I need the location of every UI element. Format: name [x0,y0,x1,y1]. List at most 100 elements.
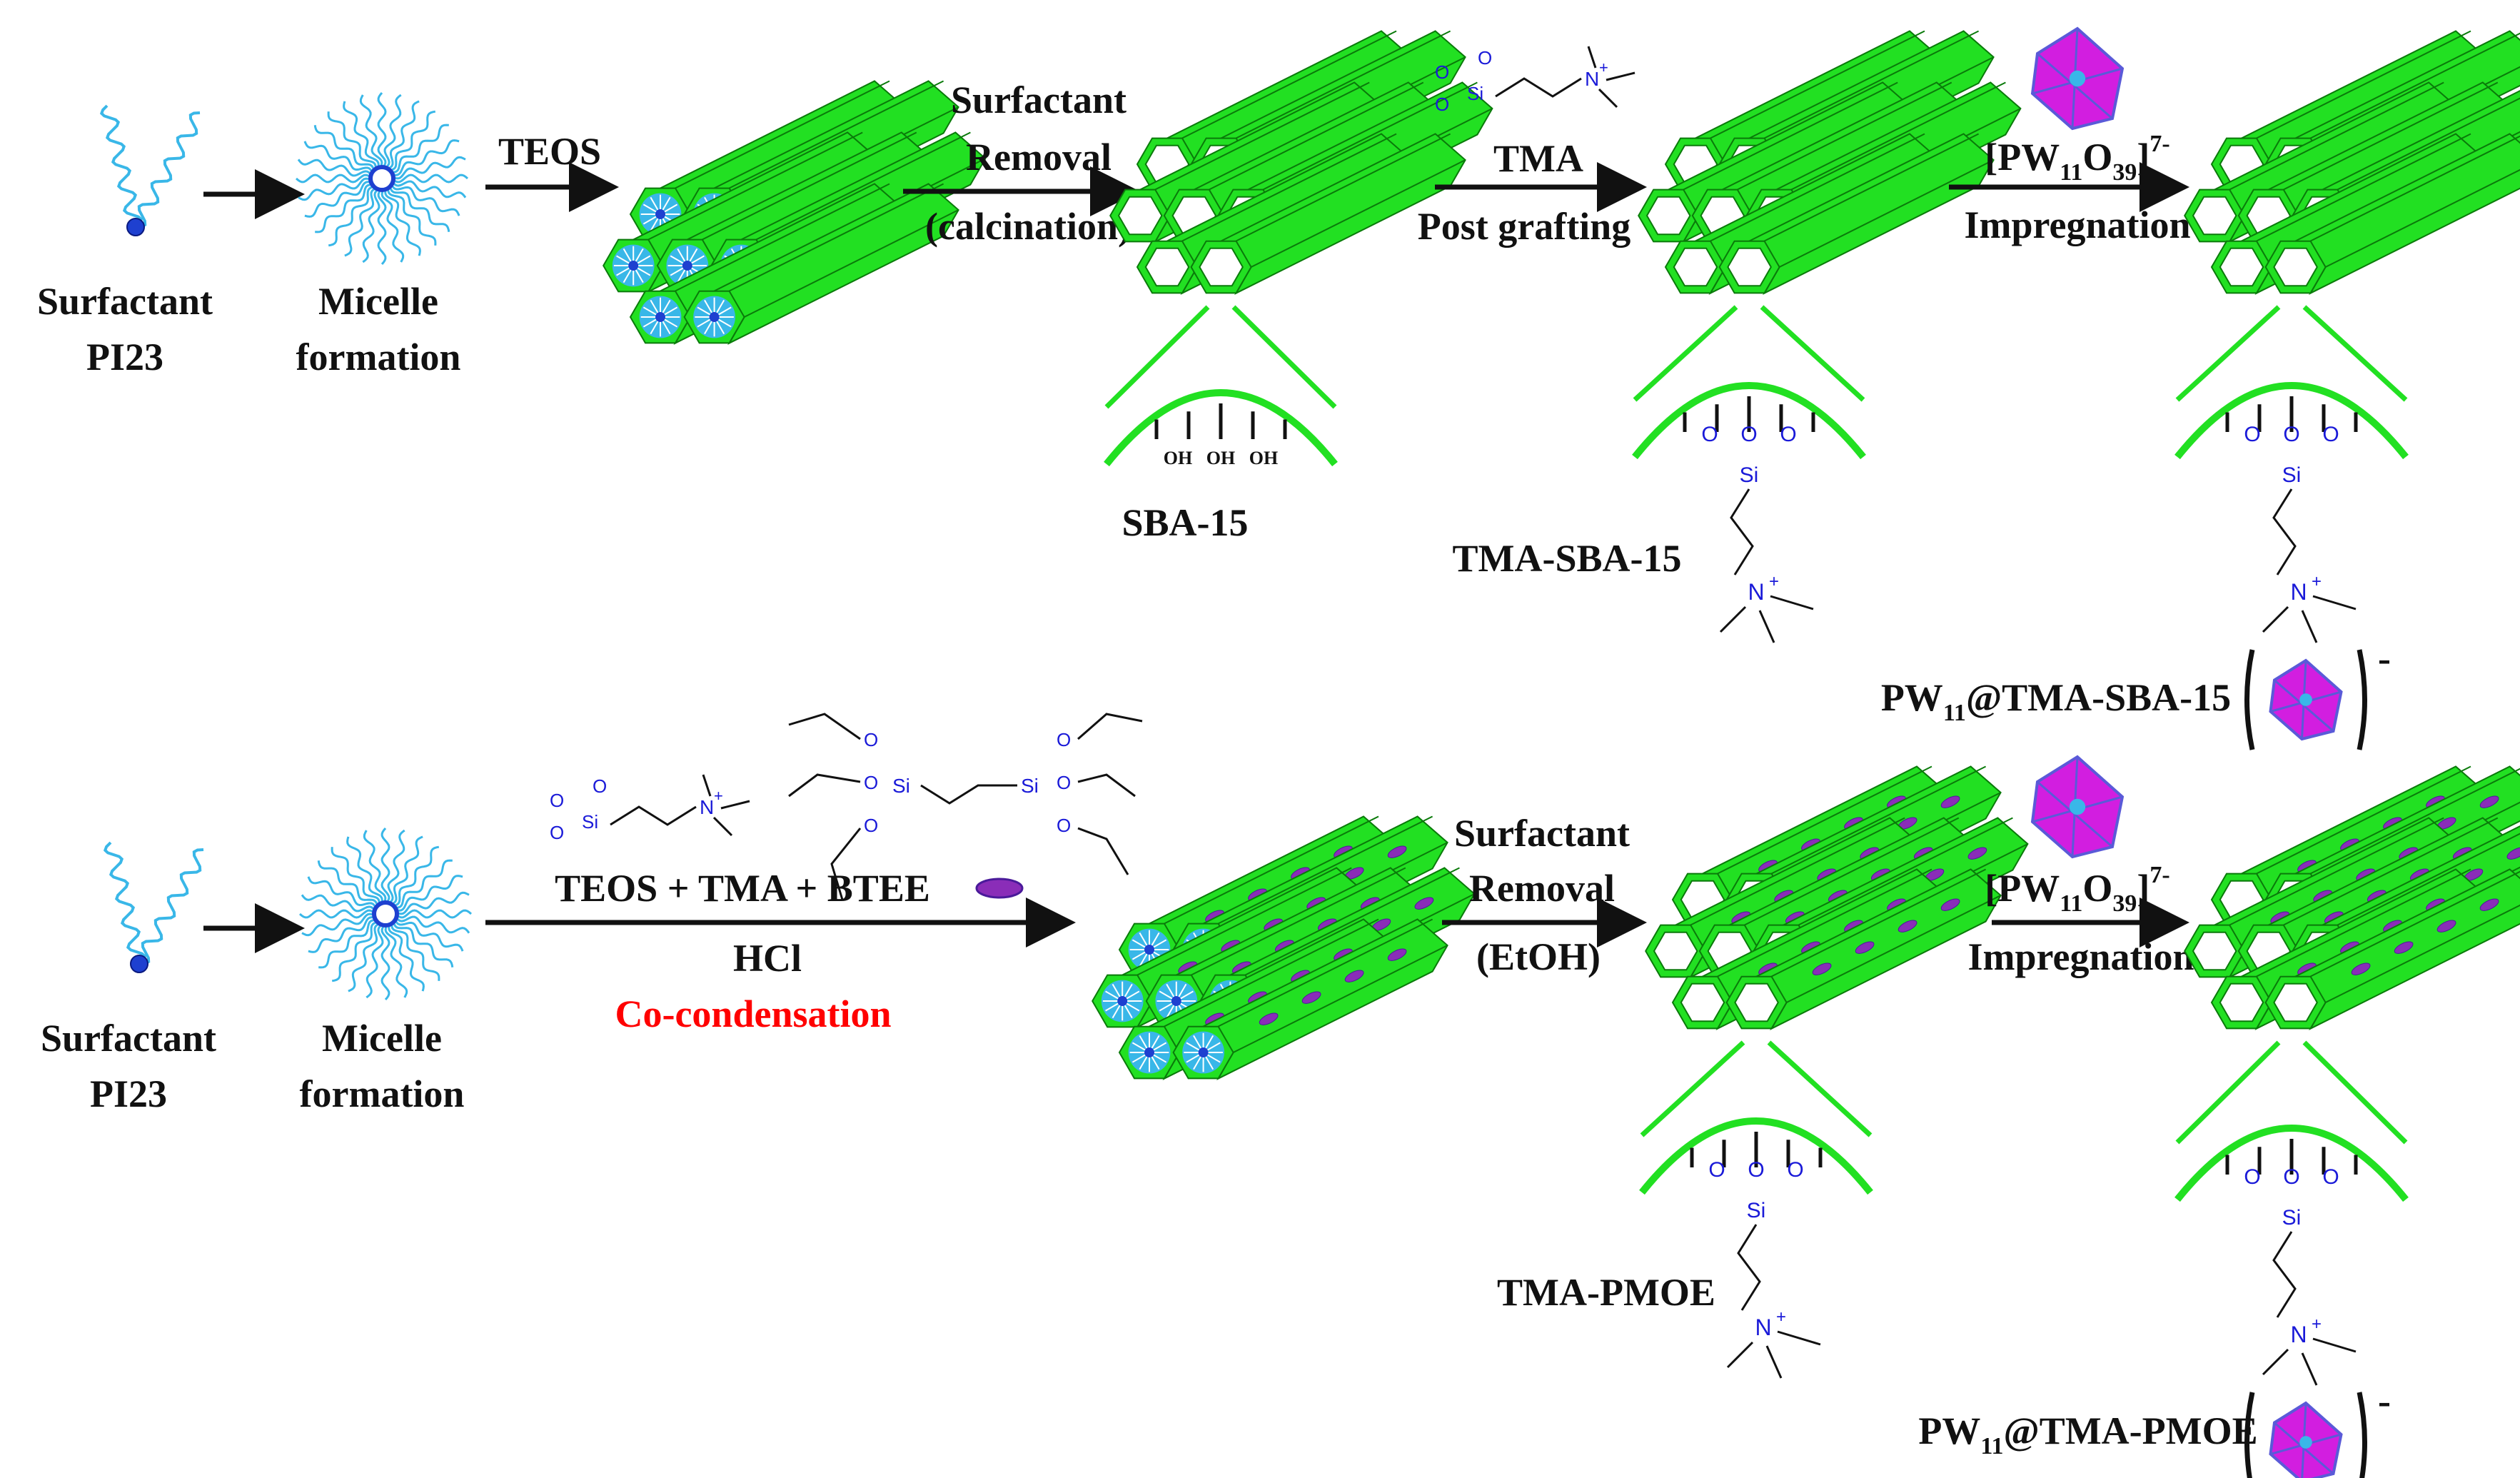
tube-edge [2310,870,2520,977]
surfactant-chain [388,110,436,172]
row1-polyoxometalate-cluster-icon [2030,26,2125,131]
row2-pw11-tma-pmoe-bundle-icon [2184,765,2520,1030]
row1-tube-bundle-with-micelles-icon [603,80,987,345]
row1-removal-label-line3: (calcination) [925,205,1131,248]
row2-micelle-icon [299,828,472,1000]
tube-edge [729,80,944,189]
tube-edge [1683,81,1898,191]
surfactant-chain [331,920,380,982]
propyl-chain [1495,77,1582,98]
surfactant-chain [395,909,472,919]
surfactant-head [126,218,145,236]
bracket-right [2357,1392,2367,1478]
surfactant-chain [99,104,143,228]
row1-sba15-label: SBA-15 [1122,501,1248,544]
surfactant-chain [390,182,460,216]
ethane-bridge [1855,941,1875,954]
surfactant-chain [383,94,402,170]
oxygen-label: O [1478,47,1492,69]
polyoxometalate-cluster-icon [2269,1401,2343,1478]
propyl-chain [610,805,697,826]
surfactant-chain [377,188,387,265]
oxygen-label: O [864,729,878,750]
surfactant-chain [318,919,378,969]
surfactant-chain [103,841,147,965]
ethane-bridge [1967,847,1987,860]
row1-tma-sba15-bundle-icon [1638,30,2022,295]
pore-wall [1632,382,1866,460]
tube-edge [2256,30,2471,139]
charge-plus: + [714,787,723,805]
surfactant-chain [308,916,377,953]
zoom-line [2302,305,2408,402]
surfactant-chain [313,124,376,173]
surfactant-chain [390,156,466,180]
open-pore [2219,247,2264,287]
charge-plus: + [2312,1314,2322,1334]
oxygen-label: O [1780,423,1796,446]
tube-edge [2256,133,2471,242]
tube-edge [1786,895,2002,1003]
tube-edge [1744,817,1960,926]
pom-center [2299,693,2312,706]
surfactant-chain [390,180,467,198]
ethane-bridge [2351,962,2371,975]
methyl-groups [2262,1337,2357,1386]
tube-edge [675,183,890,292]
ethane-bridge [1387,948,1407,961]
surfactant-chain [389,124,449,174]
tube-edge [1191,867,1406,976]
tube-edge [1181,133,1397,242]
ethane-bridge [1344,970,1364,982]
tube-edge [1244,867,1460,976]
surfactant-chain [385,100,420,171]
tube-edge [2337,97,2520,191]
row2-micelle-label-line1: Micelle [322,1017,442,1060]
methyl-groups [1726,1330,1821,1379]
tube-edge [1218,918,1433,1027]
charge-plus: + [1599,59,1608,76]
micelle-core [1171,996,1181,1007]
surfactant-chain [363,830,387,905]
surfactant-chain [301,894,377,913]
row2-tma-pmoe-label: TMA-PMOE [1497,1271,1715,1314]
oxygen-label: O [864,815,878,836]
row2-reagents-label: TEOS + TMA + BTEE [555,867,930,910]
row1-surfactant-molecule-icon [99,104,201,236]
open-pore [1727,247,1772,287]
oxygen-label: O [550,822,564,843]
pom-center [2069,70,2086,87]
tube-edge [729,183,944,292]
tube-edge [1164,918,1379,1027]
ethane-bridge [1940,795,1960,808]
mesoporous-tube [2264,868,2520,1030]
oxygen-label: O [1057,772,1071,793]
open-pore [2273,982,2318,1022]
row2-surfactant-label-line2: PI23 [90,1072,167,1115]
zoom-line [1633,305,1738,402]
ethane-bridge [2479,795,2499,808]
silicon-label: Si [892,775,910,797]
methyl-groups [2262,595,2357,643]
tube-edge [2283,817,2499,926]
row1-final-label: PW11@TMA-SBA-15 [1881,676,2231,726]
ethane-bridge [1259,1012,1279,1025]
zoom-line [1640,1040,1745,1137]
silicon-label: Si [582,811,598,833]
propyl-chain [2272,1231,2297,1318]
row1-micelle-icon [296,92,468,265]
tube-edge [675,80,890,189]
surfactant-head [130,955,148,973]
micelle-core [655,312,665,323]
tube-edge [1236,30,1451,139]
oxygen-label: O [1708,1158,1725,1182]
row2-removal-label-line3: (EtOH) [1476,935,1601,978]
micelle-core [1117,996,1128,1007]
mesoporous-tube [1190,133,1466,295]
propyl-chain [1730,488,1754,575]
open-pore [1653,931,1698,971]
row2-surfactant-molecule-icon [103,841,204,973]
row2-pw-anion-label: [PW11O39]7- [1985,862,2169,917]
